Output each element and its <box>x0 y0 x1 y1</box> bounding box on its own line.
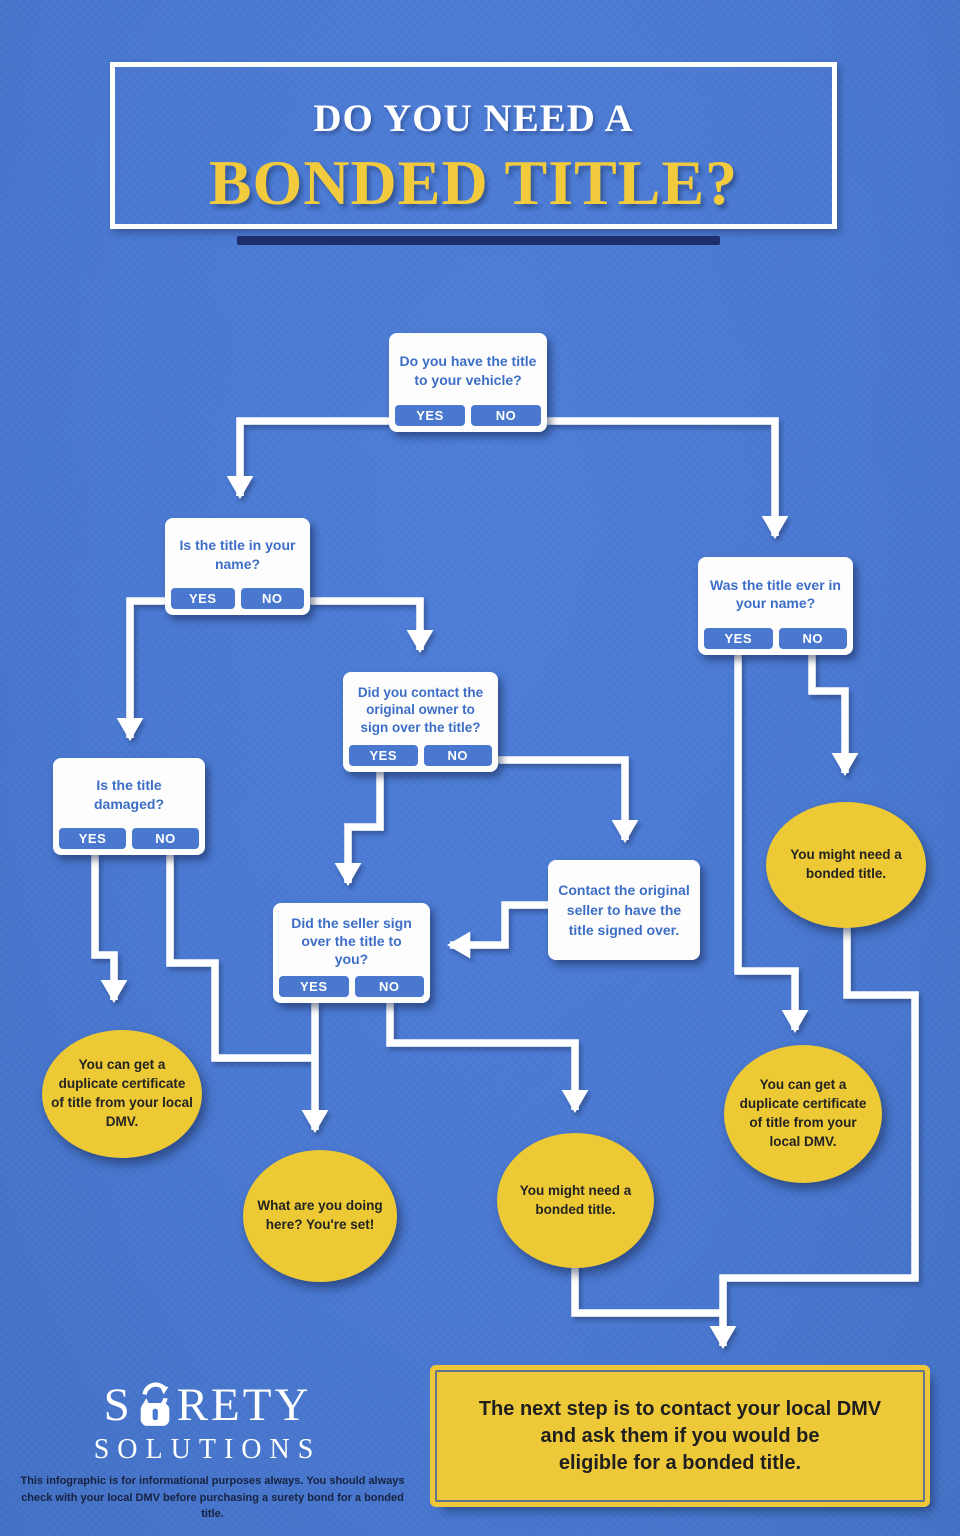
brand-logo: S RETY <box>15 1378 400 1429</box>
title-underline <box>237 236 720 245</box>
no-button-contact-owner[interactable]: NO <box>423 745 492 766</box>
outcome-duplicate-certificate-right: You can get a duplicate certificate of t… <box>724 1045 882 1183</box>
outcome-text: What are you doing here? You're set! <box>257 1198 383 1232</box>
yes-button-title-ever[interactable]: YES <box>704 628 773 649</box>
yes-button-have-title[interactable]: YES <box>395 405 465 426</box>
outcome-text: You can get a duplicate certificate of t… <box>51 1057 193 1129</box>
title-frame <box>110 62 837 229</box>
yes-button-title-in-name[interactable]: YES <box>171 588 235 609</box>
banner-line: eligible for a bonded title. <box>558 1451 802 1474</box>
disclaimer-text: This infographic is for informational pu… <box>20 1475 405 1520</box>
brand-subtitle: SOLUTIONS <box>93 1434 322 1465</box>
brand-text-rest: RETY <box>176 1379 312 1431</box>
decision-box-seller-signed: Did the seller sign over the title to yo… <box>273 903 430 1003</box>
question-text: Did the seller sign over the title to yo… <box>291 914 412 968</box>
lock-refresh-icon <box>140 1382 170 1426</box>
title-line-1: DO YOU NEED A <box>313 97 634 140</box>
no-button-title-in-name[interactable]: NO <box>240 588 304 609</box>
info-box-contact-seller: Contact the original seller to have the … <box>548 860 700 960</box>
question-text: Is the title damaged? <box>93 777 164 812</box>
outcome-text: You might need a bonded title. <box>519 1182 632 1217</box>
outcome-might-need-bonded-title-mid: You might need a bonded title. <box>497 1133 654 1268</box>
no-button-seller-signed[interactable]: NO <box>354 976 424 997</box>
brand-text-first: S <box>103 1379 133 1431</box>
yes-button-contact-owner[interactable]: YES <box>349 745 418 766</box>
decision-box-contact-owner: Did you contact the original owner to si… <box>343 672 498 772</box>
next-step-banner: The next step is to contact your local D… <box>435 1370 925 1502</box>
info-text: Contact the original seller to have the … <box>558 881 690 939</box>
banner-line: The next step is to contact your local D… <box>478 1397 882 1420</box>
no-button-title-ever[interactable]: NO <box>778 628 847 649</box>
yes-button-damaged[interactable]: YES <box>59 828 126 849</box>
banner-line: and ask them if you would be <box>540 1424 820 1447</box>
outcome-text: You can get a duplicate certificate of t… <box>739 1077 867 1149</box>
title-line-2: BONDED TITLE? <box>208 147 739 218</box>
outcome-text: You might need a bonded title. <box>790 847 902 881</box>
decision-box-title-damaged: Is the title damaged? YES NO <box>53 758 205 855</box>
question-text: Did you contact the original owner to si… <box>357 684 484 735</box>
question-text: Was the title ever in your name? <box>710 576 841 611</box>
decision-box-have-title: Do you have the title to your vehicle? Y… <box>389 333 547 432</box>
outcome-might-need-bonded-title-top: You might need a bonded title. <box>766 802 926 928</box>
decision-box-title-ever-in-name: Was the title ever in your name? YES NO <box>698 557 853 655</box>
no-button-have-title[interactable]: NO <box>471 405 541 426</box>
outcome-duplicate-certificate-left: You can get a duplicate certificate of t… <box>42 1030 202 1158</box>
decision-box-title-in-name: Is the title in your name? YES NO <box>165 518 310 615</box>
question-text: Do you have the title to your vehicle? <box>399 353 537 388</box>
outcome-youre-set: What are you doing here? You're set! <box>243 1150 397 1282</box>
no-button-damaged[interactable]: NO <box>132 828 199 849</box>
question-text: Is the title in your name? <box>179 537 296 572</box>
yes-button-seller-signed[interactable]: YES <box>279 976 349 997</box>
